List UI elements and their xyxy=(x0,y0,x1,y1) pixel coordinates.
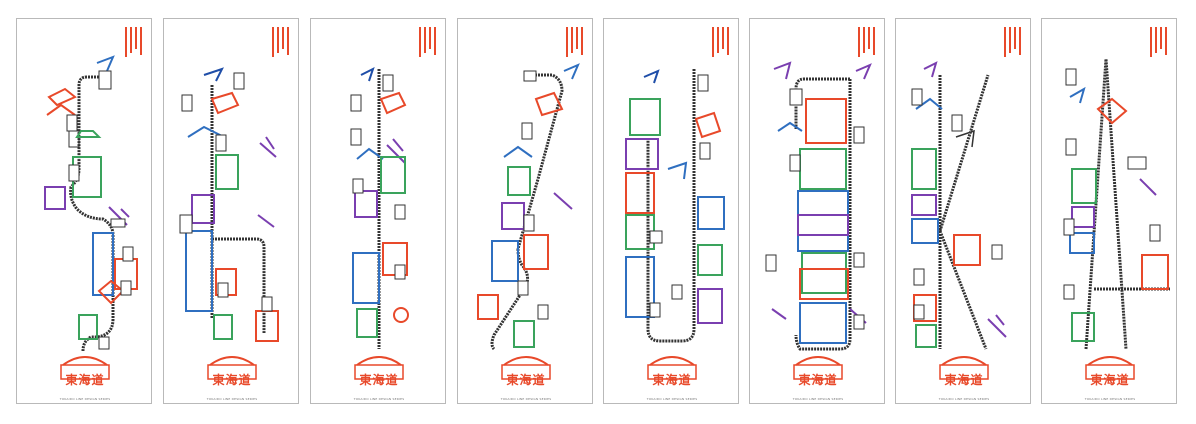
rail-track xyxy=(646,69,696,343)
logo-title: 東海道 xyxy=(944,373,984,387)
tagline-marks xyxy=(1004,27,1021,57)
poster-panel-7: 東海道 TOKAIDO LINE DESIGN SERIES xyxy=(895,18,1031,404)
crest-logo xyxy=(939,356,989,380)
logo-title: 東海道 xyxy=(506,373,546,387)
credit-line: TOKAIDO LINE DESIGN SERIES xyxy=(353,397,405,401)
landmark-illustrations xyxy=(477,63,580,348)
credit-line: TOKAIDO LINE DESIGN SERIES xyxy=(1084,397,1136,401)
route-map-4 xyxy=(477,27,583,380)
station-markers xyxy=(179,72,273,312)
crest-logo xyxy=(501,356,551,380)
landmark-illustrations xyxy=(771,61,872,344)
rail-track xyxy=(1084,58,1170,350)
credit-line: TOKAIDO LINE DESIGN SERIES xyxy=(938,397,990,401)
crest-logo xyxy=(647,356,697,380)
landmark-illustrations xyxy=(352,67,409,338)
poster-panel-2: 東海道 TOKAIDO LINE DESIGN SERIES xyxy=(163,18,299,404)
station-markers xyxy=(350,74,406,280)
route-map-1 xyxy=(44,27,142,380)
landmark-illustrations xyxy=(44,55,138,340)
station-markers xyxy=(911,88,1003,320)
poster-panel-3: 東海道 TOKAIDO LINE DESIGN SERIES xyxy=(310,18,446,404)
station-markers xyxy=(1063,68,1161,300)
logo-title: 東海道 xyxy=(1090,373,1130,387)
route-map-8 xyxy=(1063,27,1170,380)
station-markers xyxy=(517,70,549,320)
route-map-3 xyxy=(350,27,436,380)
crest-logo xyxy=(207,356,257,380)
station-markers xyxy=(765,88,865,330)
rail-track xyxy=(938,74,990,350)
crest-logo xyxy=(60,356,110,380)
credit-line: TOKAIDO LINE DESIGN SERIES xyxy=(646,397,698,401)
tagline-marks xyxy=(1150,27,1167,57)
station-markers xyxy=(66,70,134,350)
rail-track xyxy=(490,73,564,351)
poster-panel-5: 東海道 TOKAIDO LINE DESIGN SERIES xyxy=(603,18,739,404)
logo-title: 東海道 xyxy=(65,373,105,387)
credit-line: TOKAIDO LINE DESIGN SERIES xyxy=(59,397,111,401)
poster-panel-1: 東海道 TOKAIDO LINE DESIGN SERIES xyxy=(16,18,152,404)
tagline-marks xyxy=(858,27,875,57)
crest-logo xyxy=(354,356,404,380)
tagline-marks xyxy=(419,27,436,57)
credit-line: TOKAIDO LINE DESIGN SERIES xyxy=(206,397,258,401)
credit-line: TOKAIDO LINE DESIGN SERIES xyxy=(500,397,552,401)
poster-panel-6: 東海道 TOKAIDO LINE DESIGN SERIES xyxy=(749,18,885,404)
credit-line: TOKAIDO LINE DESIGN SERIES xyxy=(792,397,844,401)
landmark-illustrations xyxy=(185,67,279,342)
crest-logo xyxy=(1085,356,1135,380)
poster-panel-4: 東海道 TOKAIDO LINE DESIGN SERIES xyxy=(457,18,593,404)
tagline-marks xyxy=(272,27,289,57)
route-map-2 xyxy=(179,27,289,380)
logo-title: 東海道 xyxy=(359,373,399,387)
logo-title: 東海道 xyxy=(212,373,252,387)
logo-title: 東海道 xyxy=(798,373,838,387)
route-map-6 xyxy=(765,27,875,380)
tagline-marks xyxy=(712,27,729,57)
tagline-marks xyxy=(566,27,583,57)
route-map-5 xyxy=(625,27,729,380)
landmark-illustrations xyxy=(625,69,725,324)
route-map-7 xyxy=(911,27,1021,380)
logo-title: 東海道 xyxy=(652,373,692,387)
landmark-illustrations xyxy=(1069,86,1169,342)
landmark-illustrations xyxy=(911,61,1007,348)
station-markers xyxy=(649,74,711,318)
tagline-marks xyxy=(125,27,142,57)
crest-logo xyxy=(793,356,843,380)
poster-panel-8: 東海道 TOKAIDO LINE DESIGN SERIES xyxy=(1041,18,1177,404)
